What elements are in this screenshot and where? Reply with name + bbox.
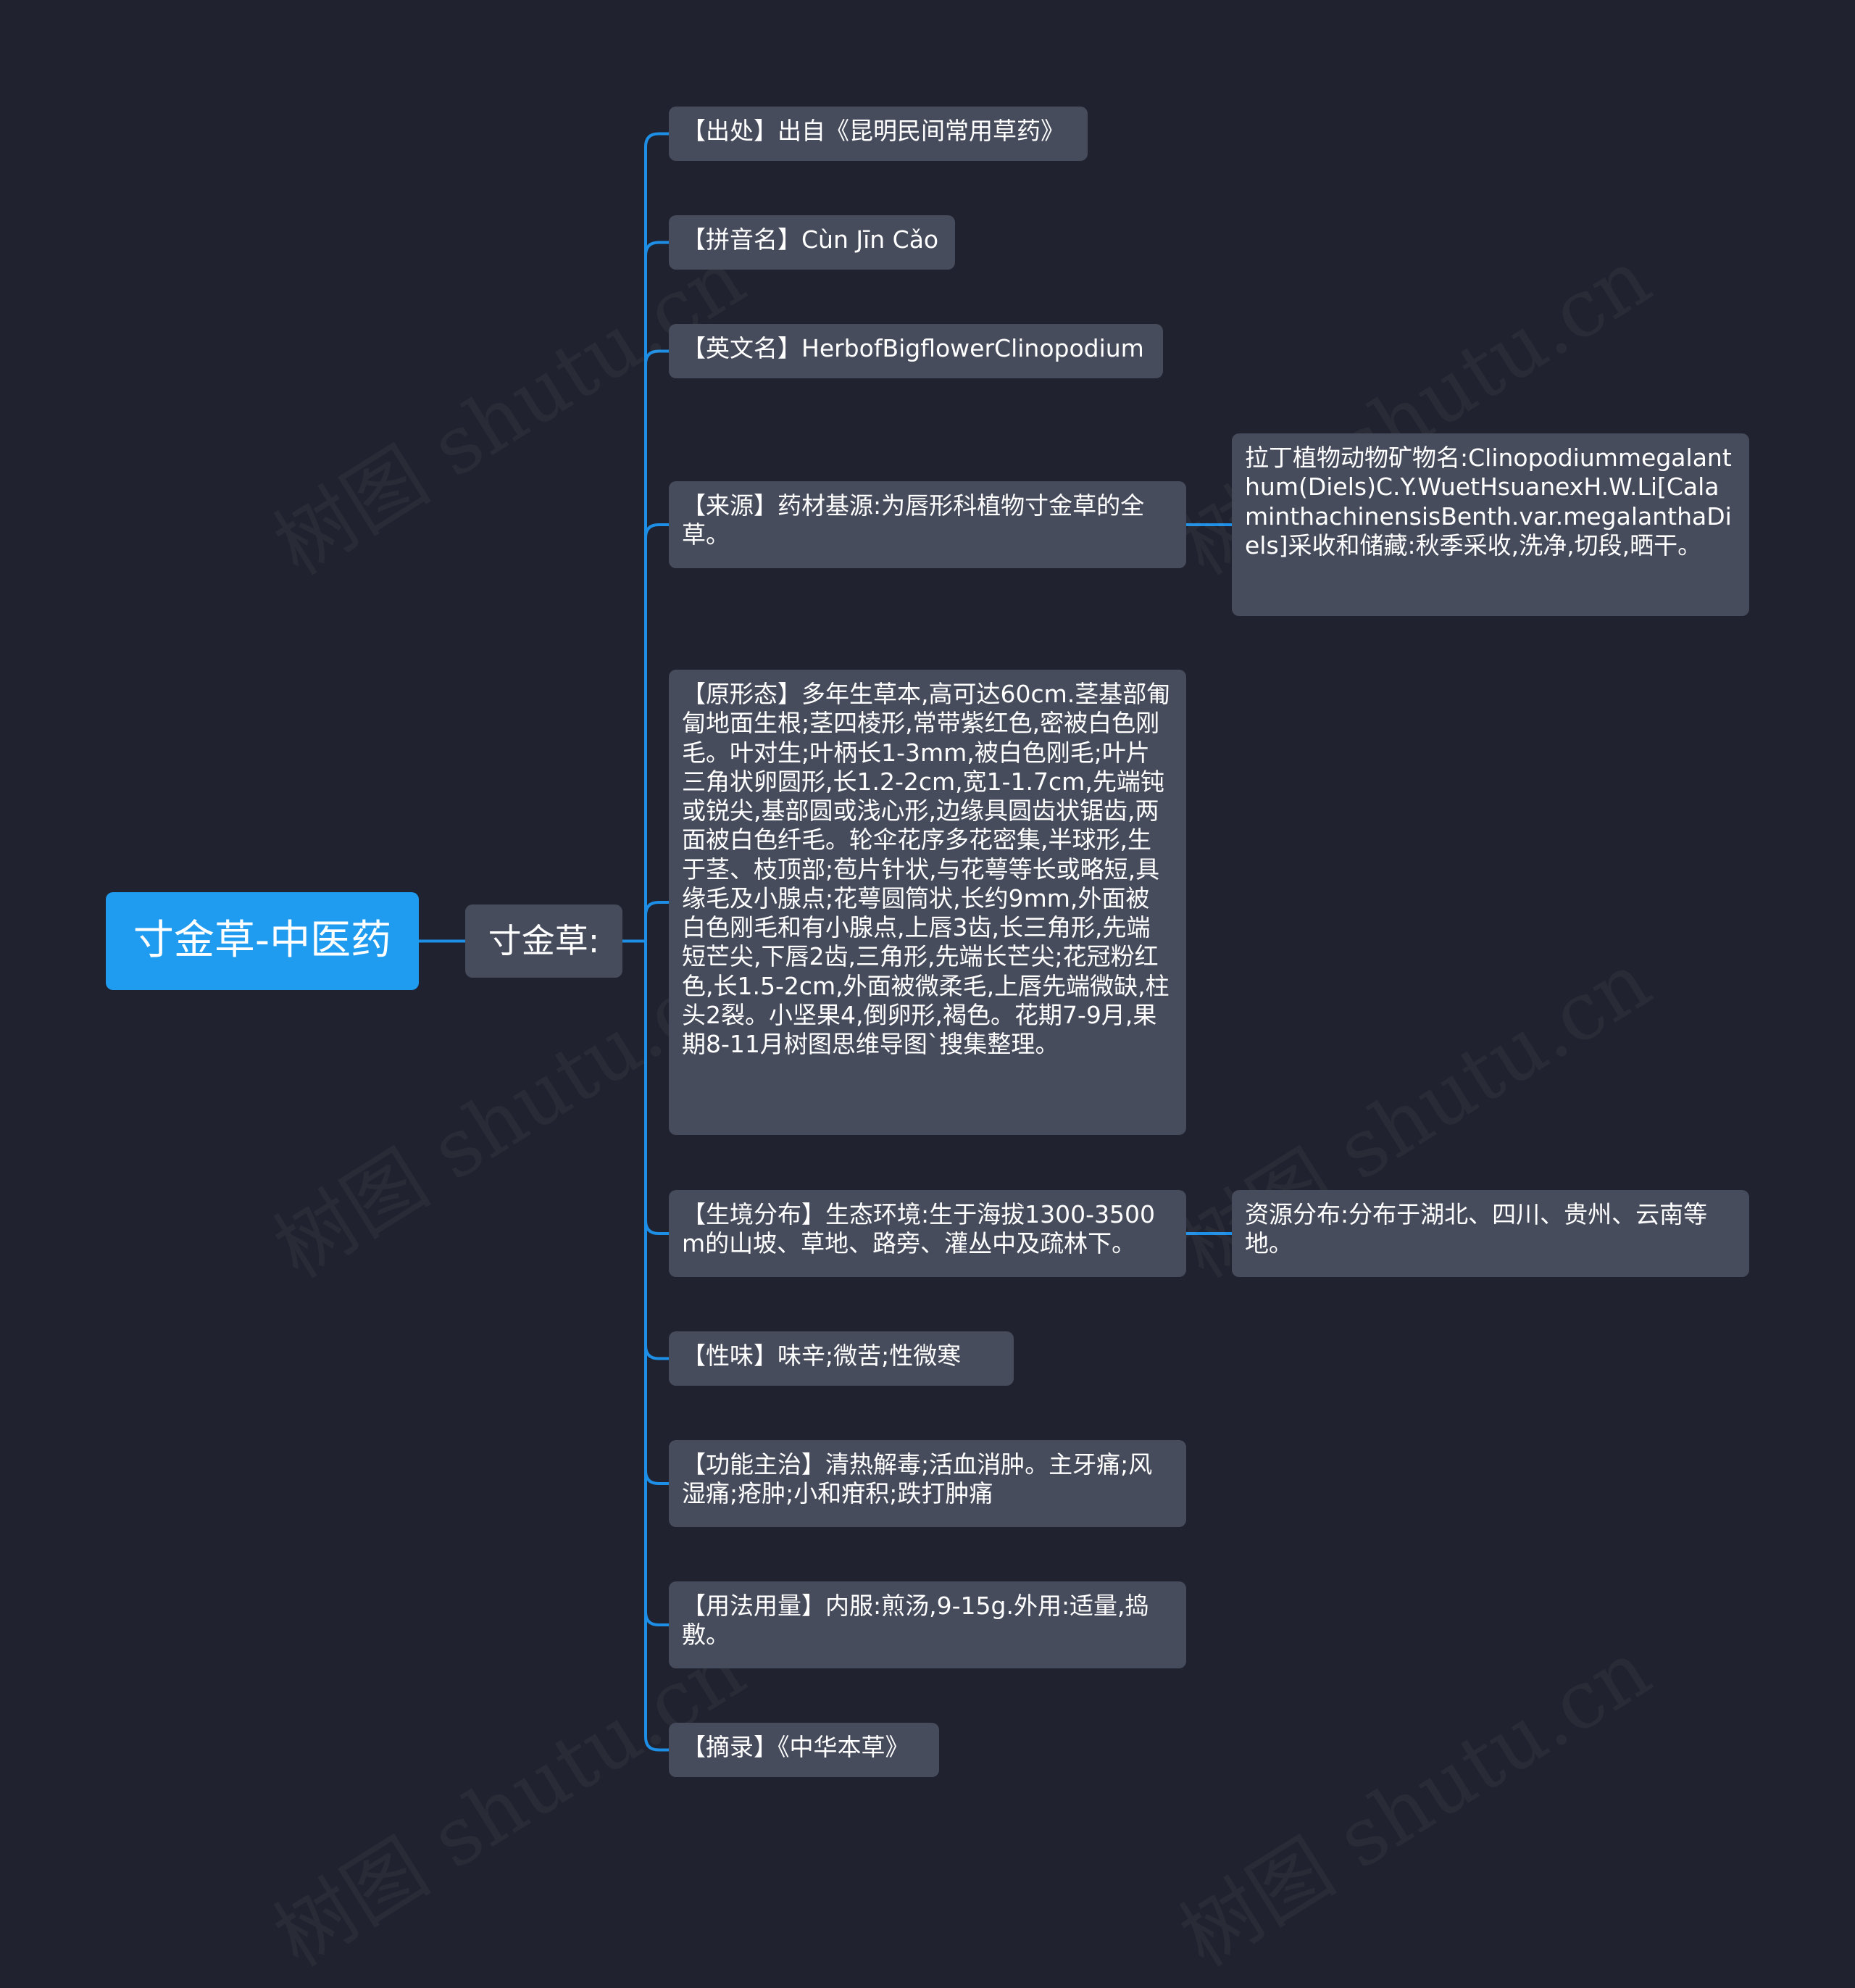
leaf-node-pinyin[interactable]: 【拼音名】Cùn Jīn Cǎo (669, 215, 955, 270)
connector-trunk-leaf (644, 901, 669, 941)
leaf-node-origin[interactable]: 【来源】药材基源:为唇形科植物寸金草的全草。 (669, 481, 1186, 568)
connector-trunk-leaf (644, 349, 669, 941)
connector-trunk-leaf (644, 241, 669, 941)
leaf-node-dosage[interactable]: 【用法用量】内服:煎汤,9-15g.外用:适量,捣敷。 (669, 1581, 1186, 1668)
leaf-node-taste[interactable]: 【性味】味辛;微苦;性微寒 (669, 1331, 1014, 1386)
connector-trunk-leaf (644, 941, 669, 1485)
leaf-node-morphology[interactable]: 【原形态】多年生草本,高可达60cm.茎基部匍匐地面生根;茎四棱形,常带紫红色,… (669, 670, 1186, 1135)
connector-trunk-leaf (644, 132, 669, 941)
leaf-node-english-name[interactable]: 【英文名】HerbofBigflowerClinopodium (669, 324, 1163, 378)
leaf-node-latin-name[interactable]: 拉丁植物动物矿物名:Clinopodiummegalanthum(Diels)C… (1232, 433, 1749, 616)
connector-trunk-leaf (644, 941, 669, 1626)
mind-map-canvas: 树图 shutu.cn 树图 shutu.cn 树图 shutu.cn 树图 s… (106, 107, 1749, 1777)
leaf-node-excerpt[interactable]: 【摘录】《中华本草》 (669, 1723, 939, 1777)
connector-trunk-leaf (644, 941, 669, 1752)
connector-layer (419, 132, 1232, 1752)
connector-trunk-leaf (644, 523, 669, 941)
connector-trunk-leaf (644, 941, 669, 1235)
connector-trunk-leaf (644, 941, 669, 1360)
leaf-node-source-book[interactable]: 【出处】出自《昆明民间常用草药》 (669, 107, 1088, 161)
branch-node[interactable]: 寸金草: (465, 904, 622, 978)
leaf-node-distribution[interactable]: 资源分布:分布于湖北、四川、贵州、云南等地。 (1232, 1190, 1749, 1277)
leaf-node-indications[interactable]: 【功能主治】清热解毒;活血消肿。主牙痛;风湿痛;疮肿;小和疳积;跌打肿痛 (669, 1440, 1186, 1527)
root-node[interactable]: 寸金草-中医药 (106, 892, 419, 990)
leaf-node-habitat[interactable]: 【生境分布】生态环境:生于海拔1300-3500m的山坡、草地、路旁、灌丛中及疏… (669, 1190, 1186, 1277)
